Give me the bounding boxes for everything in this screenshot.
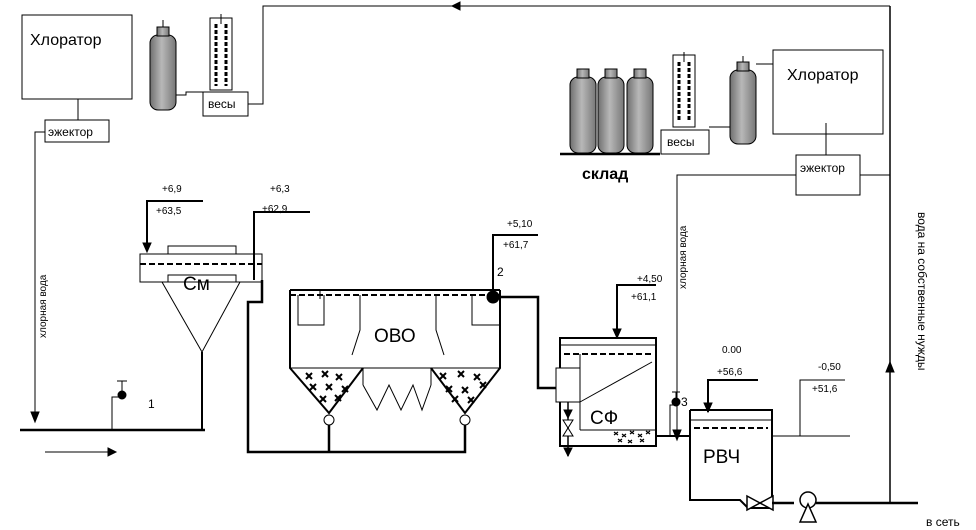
rvch-label: РВЧ bbox=[703, 447, 740, 468]
filter-media-left bbox=[305, 370, 349, 403]
elev-mixer-level: +63,5 bbox=[156, 206, 182, 217]
chlorinator-right-label: Хлоратор bbox=[787, 67, 859, 84]
chlorinator-left-label: Хлоратор bbox=[30, 32, 102, 49]
elev-sf-top: +4,50 bbox=[637, 274, 663, 285]
scales-right bbox=[660, 52, 710, 155]
elev-sf-level: +61,1 bbox=[631, 292, 657, 303]
sampling-point-2 bbox=[486, 290, 500, 304]
elev-rvch-level: +56,6 bbox=[717, 367, 743, 378]
sf-filter bbox=[555, 337, 657, 447]
elev-rvch-top: 0.00 bbox=[722, 345, 742, 356]
chlorine-water-left-label: хлорная вода bbox=[38, 274, 49, 338]
warehouse-label: склад bbox=[582, 166, 628, 183]
elev-ovo-top: +5,10 bbox=[507, 219, 533, 230]
mixer-label: См bbox=[183, 274, 210, 295]
ejector-right-label: эжектор bbox=[800, 161, 845, 175]
elev-mixer-out-top: +6,3 bbox=[270, 184, 290, 195]
elev-mixer-out-level: +62,9 bbox=[262, 204, 288, 215]
point-2-label: 2 bbox=[497, 265, 504, 279]
ejector-left-label: эжектор bbox=[48, 125, 93, 139]
sampling-point-3 bbox=[671, 397, 681, 407]
own-needs-water-label: вода на собственные нужды bbox=[915, 212, 929, 371]
chlorine-water-right-label: хлорная вода bbox=[678, 225, 689, 289]
to-network-label: в сеть bbox=[926, 515, 960, 529]
elev-mixer-top: +6,9 bbox=[162, 184, 182, 195]
point-1-label: 1 bbox=[148, 397, 155, 411]
ejector-left-box bbox=[44, 119, 110, 143]
ovo-tank bbox=[289, 289, 501, 426]
scales-right-label: весы bbox=[667, 135, 695, 149]
warehouse-cylinders bbox=[560, 68, 660, 156]
elev-ovo-level: +61,7 bbox=[503, 240, 529, 251]
chlorinator-right-box bbox=[772, 49, 884, 135]
mixer bbox=[139, 245, 263, 430]
sf-media bbox=[613, 430, 651, 444]
chlorine-cylinder-right bbox=[729, 56, 757, 145]
chlorinator-left-box bbox=[21, 14, 133, 100]
filter-media-right bbox=[439, 370, 487, 404]
ovo-label: ОВО bbox=[374, 326, 416, 347]
sampling-point-1 bbox=[117, 390, 127, 400]
sf-label: СФ bbox=[590, 408, 618, 429]
chlorine-cylinder-left bbox=[149, 20, 177, 111]
elev-rvch-out-level: +51,6 bbox=[812, 384, 838, 395]
elev-rvch-out-top: -0,50 bbox=[818, 362, 841, 373]
point-3-label: 3 bbox=[681, 395, 688, 409]
scales-left bbox=[202, 14, 249, 117]
scales-left-label: весы bbox=[208, 97, 236, 111]
